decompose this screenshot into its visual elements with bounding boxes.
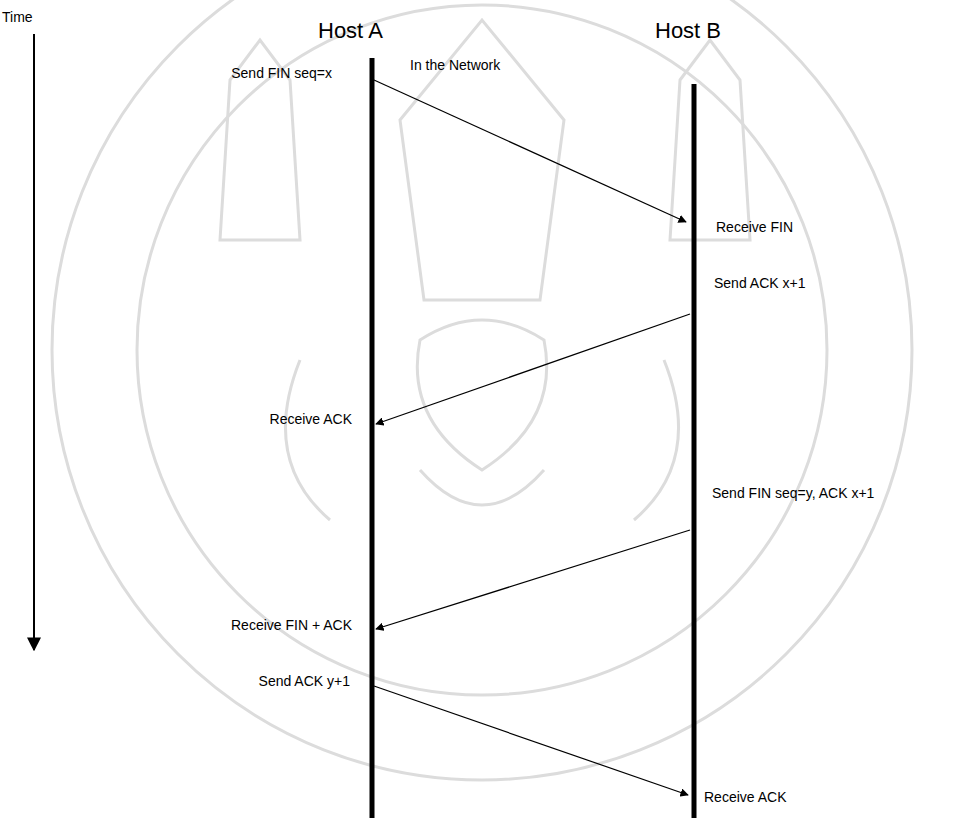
- event-label: Receive ACK: [270, 410, 352, 428]
- ack-arrow: [376, 314, 690, 424]
- final-ack-arrow: [374, 686, 688, 795]
- host-b-timeline: [692, 84, 697, 818]
- host-a-timeline: [370, 58, 375, 818]
- region-label: In the Network: [410, 56, 500, 74]
- event-label: Receive FIN: [716, 218, 793, 236]
- axis-label: Time: [2, 8, 33, 26]
- fin-arrow: [374, 80, 686, 222]
- host-label: Host B: [655, 18, 721, 44]
- event-label: Send ACK y+1: [259, 672, 350, 690]
- time-axis: [33, 34, 35, 650]
- event-label: Send FIN seq=x: [231, 64, 332, 82]
- host-label: Host A: [318, 18, 383, 44]
- event-label: Send ACK x+1: [714, 274, 805, 292]
- fin-ack-arrow: [376, 530, 690, 629]
- event-label: Receive FIN + ACK: [231, 616, 352, 634]
- watermark-seal: [52, 0, 912, 780]
- event-label: Receive ACK: [704, 788, 786, 806]
- event-label: Send FIN seq=y, ACK x+1: [712, 484, 874, 502]
